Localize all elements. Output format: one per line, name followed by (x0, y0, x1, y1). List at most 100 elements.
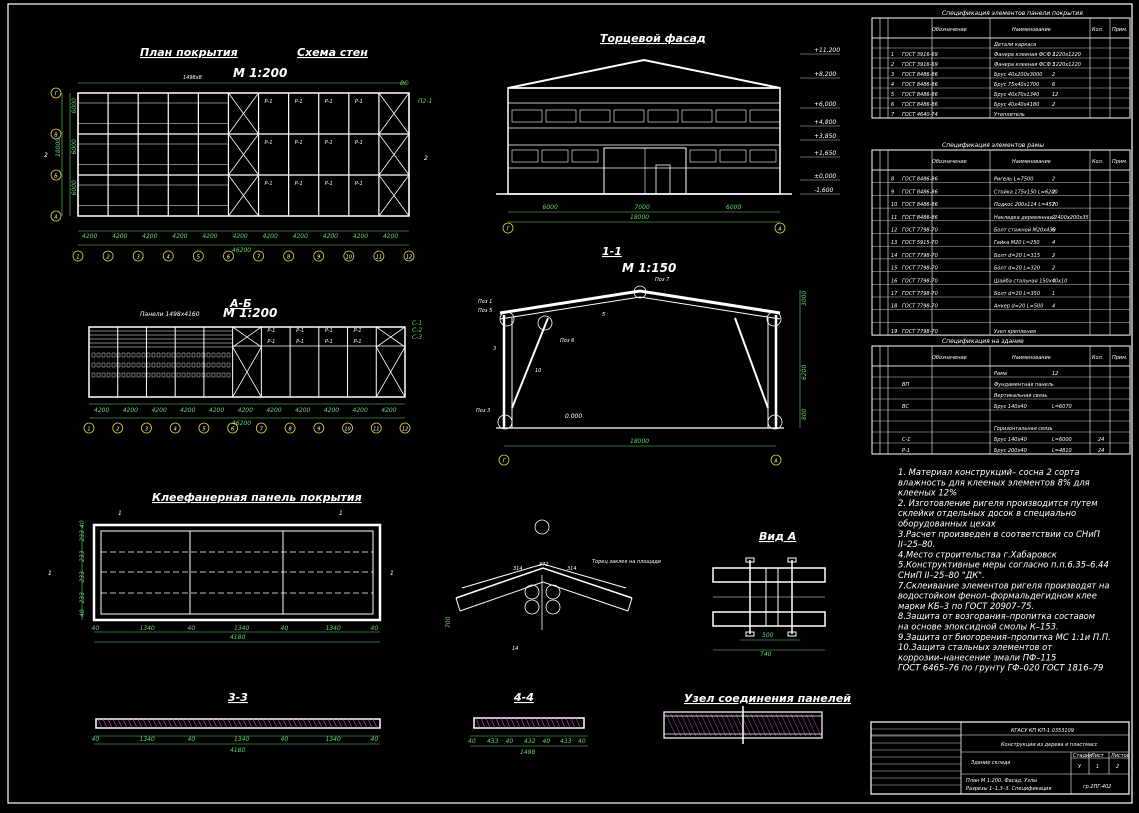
facade-dim: 6000 (543, 204, 558, 211)
tb-group: гр.2ПГ-402 (1083, 784, 1111, 790)
cell-code: ВП (902, 382, 909, 388)
window (216, 362, 221, 368)
cell-pos: 14 (891, 253, 897, 259)
hatch (247, 718, 253, 729)
window (141, 362, 146, 368)
axis-letter (770, 454, 782, 466)
note-line: 3.Расчет произведен в соответствии со СН… (898, 529, 1101, 539)
p1-mark: Р-1 (265, 181, 273, 187)
panel-hdim: 1340 (140, 625, 155, 632)
window (131, 362, 136, 368)
note-line: 7.Склеивание элементов ригеля производят… (898, 580, 1110, 590)
hatch (515, 717, 521, 729)
window (106, 372, 111, 378)
base-node (497, 414, 513, 430)
p1-mark: Р-1 (267, 339, 275, 345)
p1-mark: Р-1 (325, 181, 333, 187)
tb-stage-h: Стадия (1073, 753, 1092, 759)
window (211, 362, 216, 368)
bay-dim: 4200 (238, 407, 253, 414)
window (91, 352, 96, 358)
bay-dim: 4200 (82, 233, 97, 240)
note-line: 8.Защита от возгорания–пропитка составом (898, 611, 1095, 621)
axis-number-label: 3 (137, 255, 140, 261)
bay-dim: 4200 (381, 407, 396, 414)
cell-pos: 5 (891, 92, 894, 98)
cell-code: С-1 (902, 437, 910, 443)
pos-label: 5 (602, 312, 605, 318)
hatch (735, 713, 747, 737)
window (156, 352, 161, 358)
cell-pos: 7 (891, 112, 895, 118)
hatch (675, 713, 687, 737)
hatch (700, 713, 712, 737)
bay-dim: 4200 (353, 233, 368, 240)
window (749, 109, 781, 123)
hatch (560, 717, 566, 729)
cell-pos: 19 (891, 329, 897, 335)
window (181, 362, 186, 368)
window (186, 362, 191, 368)
ab-title: А-Б (229, 297, 251, 310)
axis-number (83, 422, 95, 434)
hatch (510, 717, 516, 729)
facade-total: 18000 (630, 214, 649, 221)
hatch (565, 717, 571, 729)
node-chord (455, 567, 633, 599)
axis-number (192, 250, 204, 262)
window (613, 109, 645, 123)
window (211, 372, 216, 378)
axis-number (112, 422, 124, 434)
cell-name: Утеплитель (994, 112, 1025, 118)
nut (787, 631, 797, 637)
cell-name: Брус 140x40 (994, 437, 1027, 443)
axis-letter (50, 128, 62, 140)
panel-vdim: 233 (79, 530, 86, 542)
tb-desc: Разрезы 1–1,3–3. Спецификация (966, 786, 1051, 792)
hatch (222, 718, 228, 729)
panel-vdim: 233 (79, 571, 86, 583)
hatch (337, 718, 343, 729)
hatch (800, 713, 812, 737)
window (176, 362, 181, 368)
level-mark: -1,600 (814, 187, 834, 194)
panel-hdim: 40 (188, 625, 196, 632)
cell-code: ГОСТ 7798-70 (902, 329, 938, 335)
roof-plan-title: План покрытия (140, 46, 238, 59)
note-line: водостойком фенол–формальдегидном клее (898, 591, 1097, 601)
hatch (197, 718, 203, 729)
panel-outline (92, 523, 382, 622)
hatch (505, 717, 511, 729)
hatch (710, 713, 722, 737)
node-label: 372 (539, 562, 549, 568)
window (156, 372, 161, 378)
section-mark (534, 519, 550, 535)
header-cell: Наименование (1012, 355, 1051, 361)
hatch (372, 718, 378, 729)
cell-name: Рама (994, 371, 1007, 377)
window (106, 362, 111, 368)
section-44-title: 4-4 (513, 691, 534, 704)
header-cell: Кол. (1092, 27, 1103, 33)
level-mark: +4,800 (814, 119, 836, 126)
brace (228, 133, 259, 176)
wall-scheme-title: Схема стен (297, 46, 368, 59)
window (91, 362, 96, 368)
cell-extra: 6 (1052, 228, 1055, 234)
roof-plan-scale: М 1:200 (233, 66, 287, 80)
window (166, 352, 171, 358)
panel-hdim: 40 (371, 625, 379, 632)
hatch (755, 713, 767, 737)
sec44-dim: 40 (468, 738, 476, 745)
bay-dim: 4200 (383, 233, 398, 240)
view-a-title: Вид А (759, 530, 796, 543)
hatch (765, 713, 777, 737)
hatch (575, 717, 581, 729)
axis-number (283, 250, 295, 262)
panel-joint-title: Узел соединения панелей (684, 692, 851, 705)
row-dim: 6000 (71, 139, 78, 154)
axis-letter-label: А (53, 215, 58, 221)
